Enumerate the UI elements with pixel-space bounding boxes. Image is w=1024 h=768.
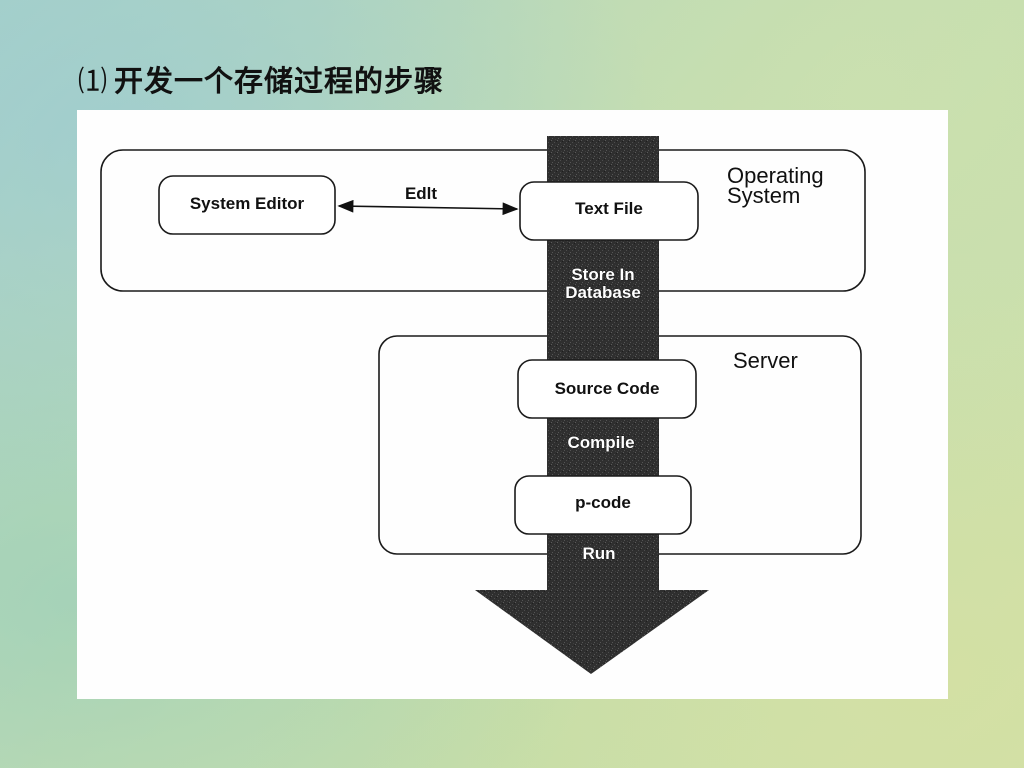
text-file-node (519, 181, 699, 241)
text-file-label: Text File (575, 199, 643, 218)
store-in-label-line2: Database (565, 283, 641, 302)
process-flow-arrowhead (475, 590, 709, 674)
run-label: Run (582, 544, 615, 563)
p-code-label: p-code (575, 493, 631, 512)
slide-title-number: ⑴ (78, 64, 109, 98)
source-code-node (517, 359, 697, 419)
edit-label: Edlt (405, 184, 437, 203)
p-code-node (514, 475, 692, 535)
slide-title-text: 开发一个存储过程的步骤 (114, 64, 445, 98)
operating-system-label-line1: Operating (727, 163, 824, 188)
source-code-label: Source Code (555, 379, 660, 398)
diagram-svg: System Editor Text File Edlt Operating S… (100, 136, 866, 674)
server-label: Server (733, 348, 798, 373)
compile-label: Compile (567, 433, 634, 452)
slide-title: ⑴开发一个存储过程的步骤 (78, 58, 444, 100)
diagram-figure: System Editor Text File Edlt Operating S… (77, 110, 948, 699)
system-editor-label: System Editor (190, 194, 305, 213)
operating-system-region (100, 149, 866, 292)
operating-system-label-line2: System (727, 183, 800, 208)
edit-arrow (337, 199, 519, 216)
system-editor-node (158, 175, 336, 235)
store-in-label-line1: Store In (571, 265, 634, 284)
